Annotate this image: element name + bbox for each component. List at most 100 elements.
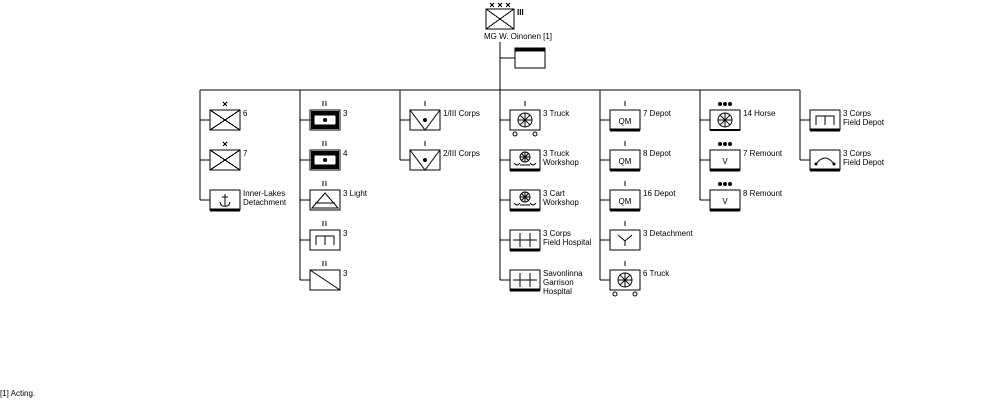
8-depot-symbol-text: QM <box>619 157 632 166</box>
6-truck-truck-wheel-r <box>632 291 638 297</box>
3-armored-battalion-armor-dot <box>323 118 327 122</box>
unit-3-truck: 3 Truck <box>500 101 570 137</box>
savonlinna-garrison-hospital-label-line-0: Savonlinna <box>543 269 583 278</box>
headquarters-box <box>514 47 546 69</box>
7-depot-label-line-0: 7 Depot <box>643 109 672 118</box>
4-armored-battalion-label-line-0: 4 <box>343 149 348 158</box>
unit-14-horse: 14 Horse <box>700 102 776 131</box>
corps-numeral: III <box>517 8 524 17</box>
3-corps-field-depot-b-arc <box>815 157 835 165</box>
1-iii-corps-artillery-v <box>409 109 441 131</box>
8-remount-label-line-0: 8 Remount <box>743 189 783 198</box>
unit-8-remount: V 8 Remount <box>700 182 783 212</box>
3-signal-battalion-signal-zigzag <box>309 269 341 291</box>
3-corps-field-hospital-label-line-1: Field Hospital <box>543 238 592 247</box>
3-truck-truck-wheel-l <box>512 131 518 137</box>
unit-3-detachment: 3 Detachment <box>600 221 694 251</box>
3-truck-workshop-label-line-0: 3 Truck <box>543 149 570 158</box>
7-remount-label-line-0: 7 Remount <box>743 149 783 158</box>
unit-7-depot: QM 7 Depot <box>600 101 672 132</box>
3-light-battalion-light-triangle <box>310 192 340 209</box>
7-remount-echelon-dot-2 <box>728 142 732 146</box>
inner-lakes-detachment-anchor-arms <box>219 201 231 207</box>
7-division-label-line-0: 7 <box>243 149 248 158</box>
3-corps-field-depot-b-label-line-1: Field Depot <box>843 158 885 167</box>
unit-8-depot: QM8 Depot <box>600 141 672 172</box>
1-iii-corps-artillery-dot <box>423 118 427 122</box>
unit-7-division: 7 <box>200 141 248 171</box>
inner-lakes-detachment-label-line-0: Inner-Lakes <box>243 189 285 198</box>
unit-7-remount: V7 Remount <box>700 142 783 172</box>
8-remount-symbol-text: V <box>722 197 728 206</box>
6-division-cross-b <box>209 109 241 131</box>
3-engineer-battalion-label-line-0: 3 <box>343 229 348 238</box>
3-cart-workshop-spoke-3 <box>521 193 529 201</box>
3-truck-workshop-spoke-3 <box>521 153 529 161</box>
7-division-echelon-x2 <box>222 141 228 147</box>
7-depot-symbol-text: QM <box>619 117 632 126</box>
3-cart-workshop-label-line-1: Workshop <box>543 198 579 207</box>
corps-hq: III MG W. Oinonen [1] <box>484 2 552 41</box>
3-corps-field-depot-a-label-line-1: Field Depot <box>843 118 885 127</box>
2-iii-corps-artillery-dot <box>423 158 427 162</box>
7-remount-echelon-dot-0 <box>718 142 722 146</box>
3-truck-truck-wheel-r <box>532 131 538 137</box>
commander-label: MG W. Oinonen [1] <box>484 32 552 41</box>
corps-hq-cross-b <box>485 8 515 30</box>
savonlinna-garrison-hospital-label-line-2: Hospital <box>543 287 572 296</box>
3-detachment-symbol <box>609 229 641 251</box>
8-remount-echelon-dot-2 <box>728 182 732 186</box>
3-cart-workshop-label-line-0: 3 Cart <box>543 189 566 198</box>
14-horse-label-line-0: 14 Horse <box>743 109 776 118</box>
3-corps-field-depot-b-symbol <box>809 149 841 171</box>
3-truck-workshop-label-line-1: Workshop <box>543 158 579 167</box>
unit-6-division: 6 <box>200 101 248 131</box>
unit-3-armored-battalion: 3 <box>300 101 348 131</box>
3-detachment-label-line-0: 3 Detachment <box>643 229 694 238</box>
column-2: 3 4 3 Light 3 3 <box>299 90 368 291</box>
3-corps-field-depot-b-label-line-0: 3 Corps <box>843 149 871 158</box>
3-cart-workshop-wrench <box>513 202 537 206</box>
3-signal-battalion-label-line-0: 3 <box>343 269 348 278</box>
3-truck-spoke-3 <box>519 114 531 126</box>
3-corps-field-depot-b-arc-end-r <box>832 162 836 166</box>
6-truck-truck-wheel-l <box>612 291 618 297</box>
14-horse-spoke-3 <box>719 114 731 126</box>
3-truck-workshop-wrench <box>513 162 537 166</box>
unit-6-truck: 6 Truck <box>600 261 670 297</box>
savonlinna-garrison-hospital-label-line-1: Garrison <box>543 278 574 287</box>
3-corps-field-depot-b-arc-end-l <box>814 162 818 166</box>
3-light-battalion-label-line-0: 3 Light <box>343 189 368 198</box>
7-remount-echelon-dot-1 <box>723 142 727 146</box>
inner-lakes-detachment-label-line-1: Detachment <box>243 198 287 207</box>
6-division-echelon-x2 <box>222 101 228 107</box>
unit-3-engineer-battalion: 3 <box>300 221 348 251</box>
4-armored-battalion-armor-dot <box>323 158 327 162</box>
unit-3-signal-battalion: 3 <box>300 261 348 291</box>
16-depot-symbol-text: QM <box>619 197 632 206</box>
unit-4-armored-battalion: 4 <box>300 141 348 171</box>
1-iii-corps-label-line-0: 1/III Corps <box>443 109 480 118</box>
3-truck-label-line-0: 3 Truck <box>543 109 570 118</box>
echelon-xxx-marks <box>489 2 511 8</box>
6-truck-spoke-3 <box>619 274 631 286</box>
unit-3-light-battalion: 3 Light <box>300 181 368 211</box>
14-horse-echelon-dot-2 <box>728 102 732 106</box>
14-horse-echelon-dot-1 <box>723 102 727 106</box>
2-iii-corps-artillery-v <box>409 149 441 171</box>
7-division-cross-b <box>209 149 241 171</box>
